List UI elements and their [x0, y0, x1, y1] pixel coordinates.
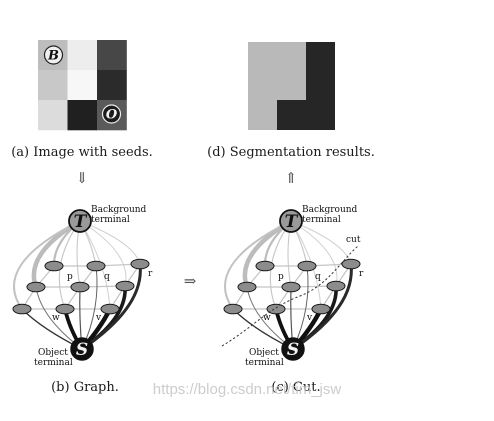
- object-terminal-label-line1: Object: [249, 348, 279, 358]
- segmented-object-region: [277, 42, 335, 130]
- pixel-node: [86, 260, 106, 272]
- grid-cell: [67, 70, 98, 101]
- pixel-node: [130, 258, 150, 270]
- background-terminal-link: [224, 220, 292, 310]
- pixel-node: [223, 303, 243, 315]
- pixel-node: [44, 260, 64, 272]
- background-terminal-node: [68, 209, 92, 233]
- background-terminal-node: [279, 209, 303, 233]
- background-seed-label: B: [47, 49, 59, 64]
- object-seed-label: O: [106, 108, 118, 123]
- object-terminal-node: [281, 337, 305, 361]
- pixel-node: [115, 280, 135, 292]
- right-arrow: ⇒: [184, 272, 197, 290]
- panel-d-segmentation-results: (d) Segmentation results.: [207, 42, 375, 160]
- seed-image-grid: [38, 40, 127, 131]
- panel-a-image-with-seeds: B O (a) Image with seeds.: [11, 40, 153, 160]
- watermark-text: https://blog.csdn.net/tim_jsw: [153, 381, 342, 398]
- cut-line: [221, 245, 359, 347]
- object-terminal-label-line2: terminal: [245, 358, 284, 368]
- grid-cell: [67, 100, 98, 131]
- node-label-p: p: [278, 272, 284, 282]
- background-terminal-label: T: [74, 212, 88, 232]
- node-label-p: p: [67, 272, 73, 282]
- caption-a: (a) Image with seeds.: [11, 145, 153, 160]
- background-terminal-label-line1: Background: [91, 205, 147, 215]
- node-label-q: q: [315, 272, 321, 282]
- pixel-node: [311, 303, 331, 315]
- pixel-node: [255, 260, 275, 272]
- grid-cell: [67, 40, 98, 71]
- pixel-node: [12, 303, 32, 315]
- node-label-w: w: [52, 313, 60, 323]
- panel-b-graph: TS Background terminal Object terminal p…: [12, 205, 153, 395]
- cut-label: cut: [346, 235, 361, 245]
- pixel-node: [26, 281, 46, 293]
- object-terminal-link: [80, 262, 142, 351]
- pixel-node: [237, 281, 257, 293]
- node-label-q: q: [104, 272, 110, 282]
- grid-cell: [38, 100, 68, 131]
- panel-c-cut: TS cut Background terminal Object termin…: [221, 205, 364, 395]
- pixel-node: [55, 303, 75, 315]
- background-terminal-link: [13, 220, 81, 310]
- caption-c: (c) Cut.: [271, 380, 320, 395]
- node-label-w: w: [263, 313, 271, 323]
- node-label-v: v: [306, 313, 313, 323]
- background-terminal-label: T: [285, 212, 299, 232]
- down-arrow: ⇓: [76, 169, 89, 187]
- background-terminal-label-line1: Background: [302, 205, 358, 215]
- segmented-background-region: [248, 42, 306, 130]
- object-terminal-node: [70, 337, 94, 361]
- background-terminal-label-line2: terminal: [91, 215, 130, 225]
- caption-b: (b) Graph.: [51, 380, 119, 395]
- pixel-node: [341, 258, 361, 270]
- caption-d: (d) Segmentation results.: [207, 145, 375, 160]
- object-terminal-label-line2: terminal: [34, 358, 73, 368]
- graph-b-nodes: TS: [12, 209, 150, 361]
- object-terminal-label-line1: Object: [38, 348, 68, 358]
- background-seed-marker: [43, 45, 64, 65]
- node-label-r: r: [148, 269, 153, 279]
- object-terminal-label: S: [287, 340, 299, 360]
- object-terminal-link: [291, 262, 353, 351]
- graph-c-nodes: TS: [223, 209, 361, 361]
- object-terminal-label: S: [76, 340, 88, 360]
- grid-cell: [38, 70, 68, 101]
- pixel-node: [281, 281, 301, 293]
- background-terminal-link: [31, 218, 83, 290]
- up-arrow: ⇑: [285, 169, 298, 187]
- object-seed-marker: [101, 104, 122, 124]
- node-label-r: r: [359, 269, 364, 279]
- pixel-node: [70, 281, 90, 293]
- grid-cell: [97, 70, 127, 101]
- pixel-node: [100, 303, 120, 315]
- background-terminal-label-line2: terminal: [302, 215, 341, 225]
- pixel-node: [326, 280, 346, 292]
- pixel-node: [297, 260, 317, 272]
- node-label-v: v: [95, 313, 102, 323]
- grid-cell: [97, 40, 127, 71]
- pixel-node: [266, 303, 286, 315]
- background-terminal-link: [242, 218, 294, 290]
